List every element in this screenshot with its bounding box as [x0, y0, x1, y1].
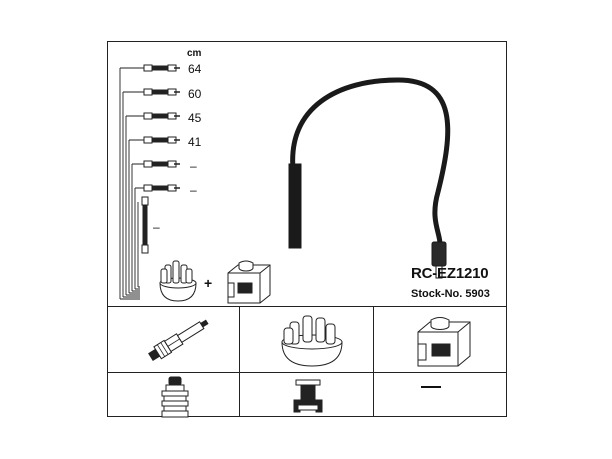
plus-sign: + — [204, 275, 213, 291]
product-model: RC-EZ1210 — [411, 265, 489, 282]
stock-number: Stock-No. 5903 — [411, 288, 490, 300]
length-value-6: – — [190, 183, 197, 197]
schematic-ignition-coil-icon — [227, 260, 271, 304]
extra-wire-length: – — [153, 220, 160, 234]
grid-line-row-1 — [108, 306, 506, 307]
length-unit: cm — [187, 48, 202, 59]
length-value-2: 60 — [188, 87, 202, 101]
ignition-coil-icon — [417, 317, 471, 367]
distributor-cap-icon — [281, 315, 343, 367]
cable-schematic — [119, 64, 180, 300]
no-terminal-dash — [421, 386, 441, 388]
schematic-distributor-cap-icon — [159, 260, 197, 302]
grid-line-col-2 — [373, 306, 374, 417]
grid-line-row-2 — [108, 372, 506, 373]
length-value-3: 45 — [188, 111, 202, 125]
distributor-terminal-icon — [293, 379, 323, 413]
length-value-4: 41 — [188, 135, 202, 149]
grid-line-col-1 — [239, 306, 240, 417]
ignition-cable — [288, 77, 451, 279]
length-value-5: – — [190, 159, 197, 173]
spark-plug-icon — [148, 319, 209, 362]
product-sheet: cm 64 60 45 41 – – – — [107, 41, 507, 418]
plug-terminal-icon — [161, 376, 189, 418]
length-value-1: 64 — [188, 62, 202, 76]
